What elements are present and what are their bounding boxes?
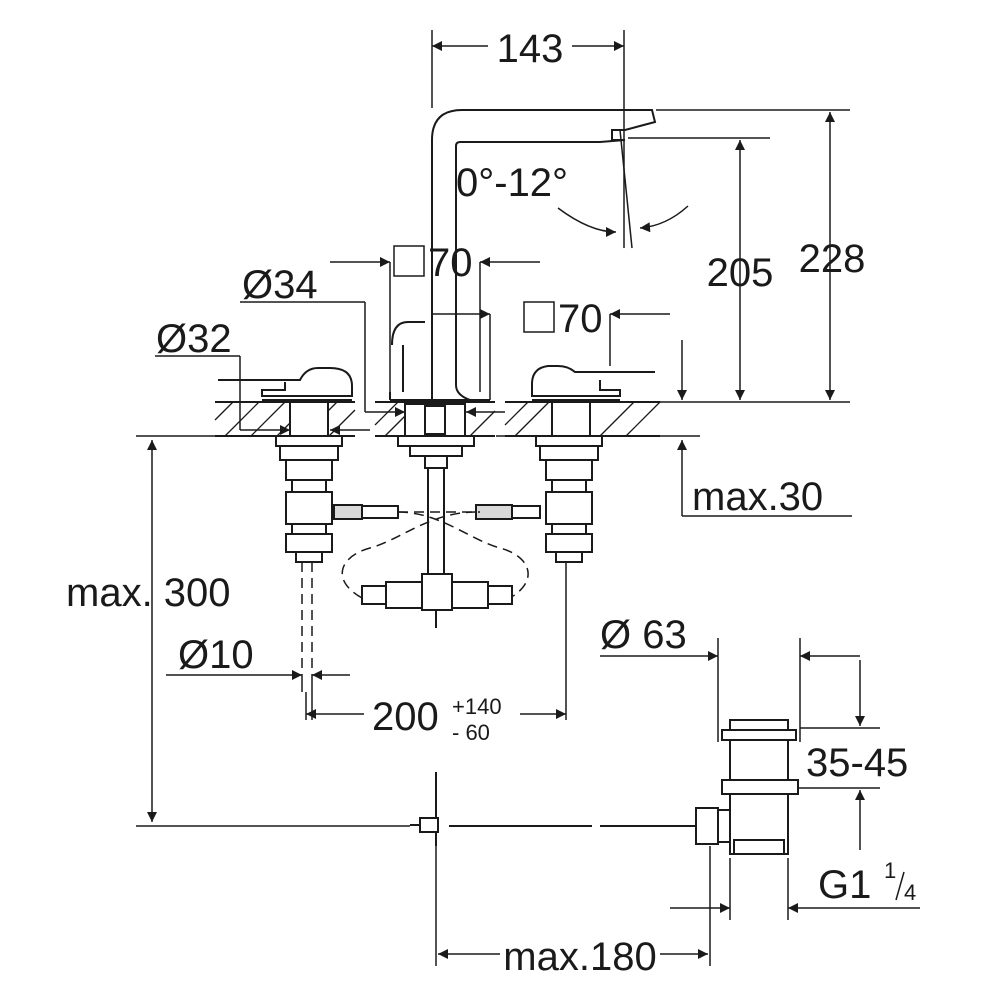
- dim-centers-nominal: 200: [372, 695, 439, 739]
- dim-max-depth: max. 300: [66, 571, 231, 615]
- dim-drain-thread-num: 1: [884, 858, 896, 883]
- dim-centers-minus: - 60: [452, 720, 490, 745]
- dim-spout-angle: 0°-12°: [456, 161, 568, 205]
- pull-rod: [410, 772, 439, 846]
- dim-pull-rod-reach: max.180: [503, 935, 656, 979]
- connection-hoses: [333, 504, 541, 611]
- dim-drain-diameter: Ø 63: [600, 613, 687, 657]
- dim-spout-reach: 143: [497, 27, 564, 71]
- dim-drain-thread-den: 4: [904, 880, 916, 905]
- supply-pipe: [301, 562, 567, 720]
- dim-max-counter-thickness: max.30: [692, 475, 823, 519]
- pop-up-waste: [449, 638, 801, 855]
- dim-spout-base-diameter: Ø34: [242, 263, 318, 307]
- spout: [389, 109, 657, 401]
- square-symbol-icon: [393, 245, 425, 277]
- spout-shank: [397, 403, 475, 628]
- fraction-slash: [895, 871, 905, 901]
- dim-handle-base-diameter: Ø32: [156, 317, 232, 361]
- dim-spout-height: 205: [707, 251, 774, 295]
- square-symbol-icon: [523, 301, 555, 333]
- dimension-lines: [136, 30, 920, 966]
- dim-drain-thread: G1: [818, 863, 871, 907]
- dim-overall-height: 228: [799, 237, 866, 281]
- dim-spout-base-square: 70: [428, 241, 473, 285]
- right-handle: [531, 365, 655, 563]
- left-handle: [218, 367, 353, 563]
- dim-centers-plus: +140: [452, 694, 502, 719]
- dim-drain-range: 35-45: [806, 741, 908, 785]
- dim-supply-pipe-diameter: Ø10: [178, 633, 254, 677]
- dim-handle-base-square: 70: [558, 297, 603, 341]
